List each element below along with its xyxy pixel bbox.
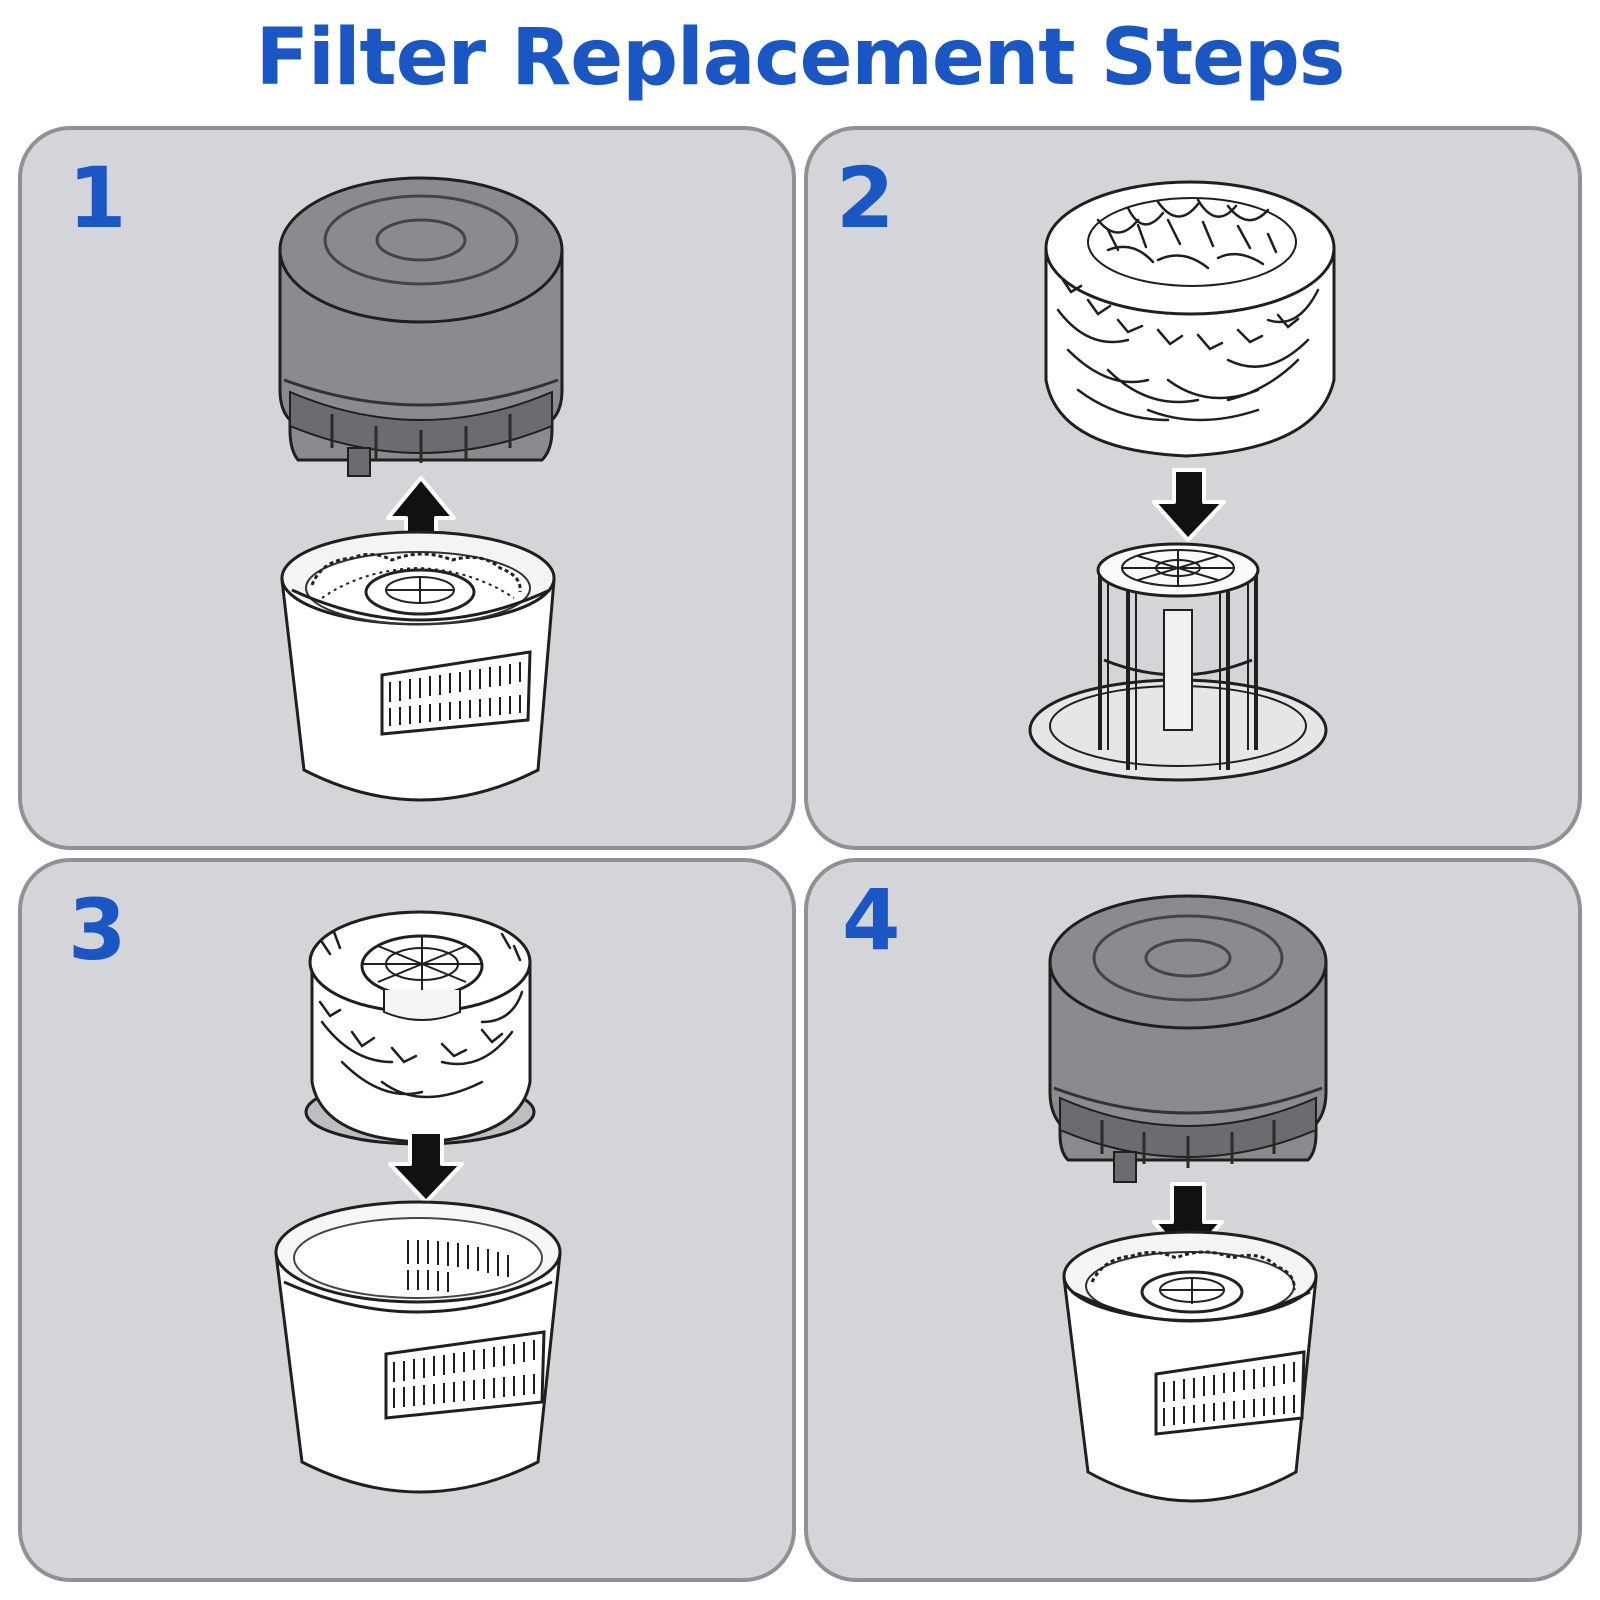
step-2-illustration [1028,180,1336,782]
step-1-illustration [278,176,564,802]
step-number: 3 [68,881,127,979]
step-3-panel: 3 [18,858,796,1582]
water-tank [280,530,556,802]
filter-cover [278,176,564,477]
step-4-illustration [1048,894,1328,1503]
filter-holder [1028,542,1328,782]
step-number: 1 [68,149,127,247]
filter-cover [1048,894,1328,1183]
step-number: 2 [836,149,895,247]
step-1-panel: 1 [18,126,796,850]
arrow-down-icon [388,1130,464,1204]
step-2-panel: 2 [804,126,1582,850]
wick-filter [1044,180,1336,458]
water-tank [1062,1230,1318,1503]
page-title: Filter Replacement Steps [255,13,1346,103]
arrow-down-icon [1152,468,1226,542]
filter-assembly [304,910,536,1146]
step-4-panel: 4 [804,858,1582,1582]
step-3-illustration [274,910,562,1494]
water-tank [274,1200,562,1494]
step-number: 4 [842,871,901,969]
